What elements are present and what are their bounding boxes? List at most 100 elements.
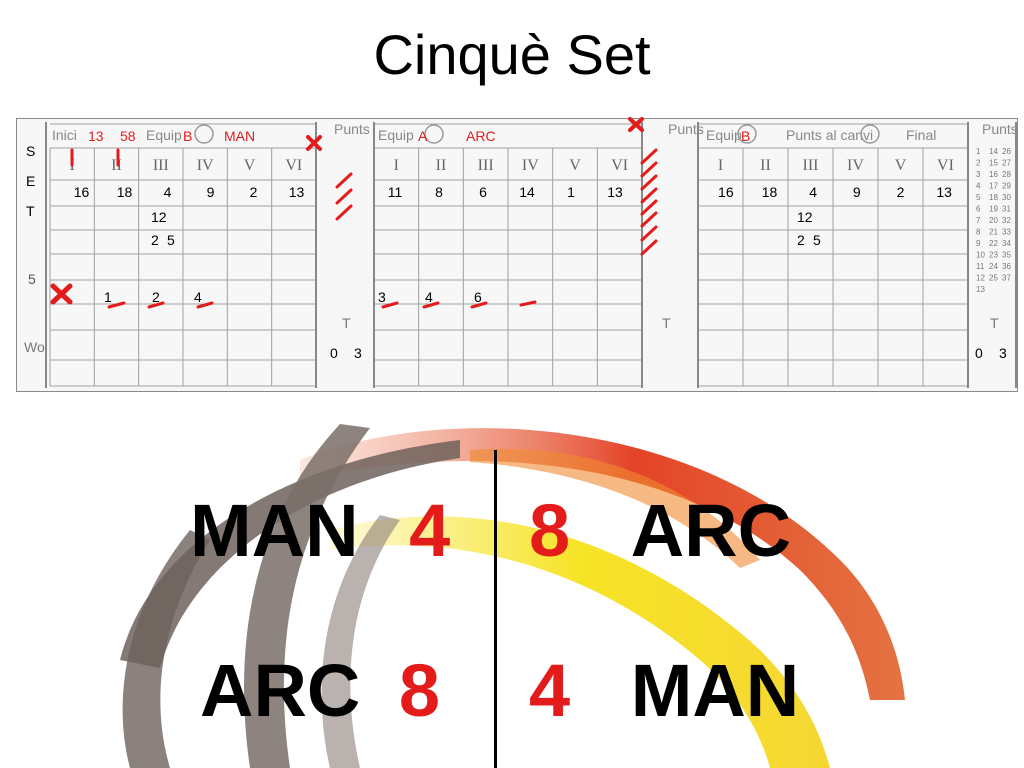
rotation-header: VI bbox=[937, 157, 954, 174]
points-column-number: 37 bbox=[1002, 274, 1011, 283]
points-column-number: 5 bbox=[976, 193, 981, 202]
logo-red-arc bbox=[300, 428, 905, 700]
punts-label-mid: Punts bbox=[668, 121, 704, 137]
points-column-number: 17 bbox=[989, 182, 998, 191]
punts-label-left: Punts bbox=[334, 121, 370, 137]
score-row-1-right-team: ARC bbox=[630, 489, 792, 572]
set-letter-t: T bbox=[26, 203, 35, 219]
points-column-number: 18 bbox=[989, 193, 998, 202]
scoresheet: S E T 5 Wo Inici Equip Punts Equip Punts… bbox=[16, 118, 1018, 392]
points-column-number: 27 bbox=[1002, 159, 1011, 168]
equip-label-left: Equip bbox=[146, 127, 182, 143]
points-column-number: 15 bbox=[989, 159, 998, 168]
rotation-header: IV bbox=[197, 157, 214, 174]
points-column-number: 20 bbox=[989, 216, 998, 225]
points-column-number: 22 bbox=[989, 239, 998, 248]
team-circle-mid bbox=[424, 124, 444, 144]
rotation-header: V bbox=[895, 157, 907, 174]
score-row-2-left: ARC 8 bbox=[200, 654, 440, 728]
points-column-number: 9 bbox=[976, 239, 981, 248]
points-column-number: 2 bbox=[976, 159, 981, 168]
final-circle bbox=[860, 124, 880, 144]
points-column-number: 6 bbox=[976, 205, 981, 214]
rotation-header: V bbox=[244, 157, 256, 174]
points-column-number: 7 bbox=[976, 216, 981, 225]
score-row-2-right-team: MAN bbox=[630, 649, 800, 732]
points-column-number: 33 bbox=[1002, 228, 1011, 237]
points-column-number: 10 bbox=[976, 251, 985, 260]
score-row-1-right: 8 ARC bbox=[529, 494, 791, 568]
score-row-2-left-team: ARC bbox=[200, 649, 361, 732]
set-number: 5 bbox=[28, 271, 36, 287]
points-column-number: 35 bbox=[1002, 251, 1011, 260]
rotation-header: II bbox=[111, 157, 122, 174]
inici-label: Inici bbox=[52, 127, 77, 143]
points-column-number: 30 bbox=[1002, 193, 1011, 202]
points-column-number: 13 bbox=[976, 285, 985, 294]
points-column-number: 29 bbox=[1002, 182, 1011, 191]
set-letter-s: S bbox=[26, 143, 35, 159]
logo-brown-arc bbox=[244, 424, 370, 768]
points-column-number: 31 bbox=[1002, 205, 1011, 214]
equip-label-right: Equip bbox=[706, 127, 742, 143]
page-title: Cinquè Set bbox=[373, 23, 651, 86]
points-column-number: 16 bbox=[989, 170, 998, 179]
t-label-right: T bbox=[990, 315, 999, 331]
rotation-header: I bbox=[718, 157, 723, 174]
equip-label-mid: Equip bbox=[378, 127, 414, 143]
t-label-mid: T bbox=[662, 315, 671, 331]
points-column-number: 14 bbox=[989, 147, 998, 156]
points-column-number: 28 bbox=[1002, 170, 1011, 179]
points-column-number: 8 bbox=[976, 228, 981, 237]
points-column-number: 19 bbox=[989, 205, 998, 214]
points-column-number: 32 bbox=[1002, 216, 1011, 225]
wo-label: Wo bbox=[24, 339, 45, 355]
points-column-number: 11 bbox=[976, 262, 985, 271]
logo-brown-arc bbox=[122, 530, 210, 768]
points-column-number: 1 bbox=[976, 147, 981, 156]
points-column-number: 26 bbox=[1002, 147, 1011, 156]
team-circle-right bbox=[737, 124, 757, 144]
score-row-1-left: MAN 4 bbox=[190, 494, 450, 568]
points-column-number: 34 bbox=[1002, 239, 1011, 248]
score-row-2-left-points: 8 bbox=[398, 649, 441, 732]
t-label-left: T bbox=[342, 315, 351, 331]
punts-canvi-label: Punts al canvi bbox=[786, 127, 873, 143]
team-circle-left bbox=[194, 124, 214, 144]
rotation-header: IV bbox=[847, 157, 864, 174]
rotation-header: VI bbox=[285, 157, 302, 174]
rotation-header: III bbox=[478, 157, 494, 174]
score-row-1-right-points: 8 bbox=[529, 489, 571, 572]
logo-brown-arc bbox=[321, 515, 400, 768]
rotation-header: V bbox=[569, 157, 581, 174]
rotation-header: II bbox=[760, 157, 771, 174]
score-row-2-right: 4 MAN bbox=[529, 654, 799, 728]
points-column-number: 36 bbox=[1002, 262, 1011, 271]
points-column-number: 24 bbox=[989, 262, 998, 271]
rotation-header: VI bbox=[611, 157, 628, 174]
rotation-header: III bbox=[153, 157, 169, 174]
basketball-logo bbox=[120, 424, 905, 768]
points-column-number: 4 bbox=[976, 182, 981, 191]
score-row-2-right-points: 4 bbox=[529, 649, 571, 732]
score-row-1-left-points: 4 bbox=[409, 489, 451, 572]
rotation-header: I bbox=[70, 157, 75, 174]
points-column-number: 23 bbox=[989, 251, 998, 260]
rotation-header: IV bbox=[522, 157, 539, 174]
scoresheet-grid bbox=[45, 122, 1017, 388]
final-label: Final bbox=[906, 127, 936, 143]
rotation-header: II bbox=[436, 157, 447, 174]
punts-label-right: Punts bbox=[982, 121, 1018, 137]
rotation-header: I bbox=[394, 157, 399, 174]
points-column-number: 21 bbox=[989, 228, 998, 237]
logo-orange-arc bbox=[470, 448, 760, 568]
set-letter-e: E bbox=[26, 173, 35, 189]
points-column-number: 25 bbox=[989, 274, 998, 283]
points-column-number: 12 bbox=[976, 274, 985, 283]
rotation-header: III bbox=[803, 157, 819, 174]
score-row-1-left-team: MAN bbox=[190, 489, 359, 572]
score-divider bbox=[494, 450, 497, 768]
